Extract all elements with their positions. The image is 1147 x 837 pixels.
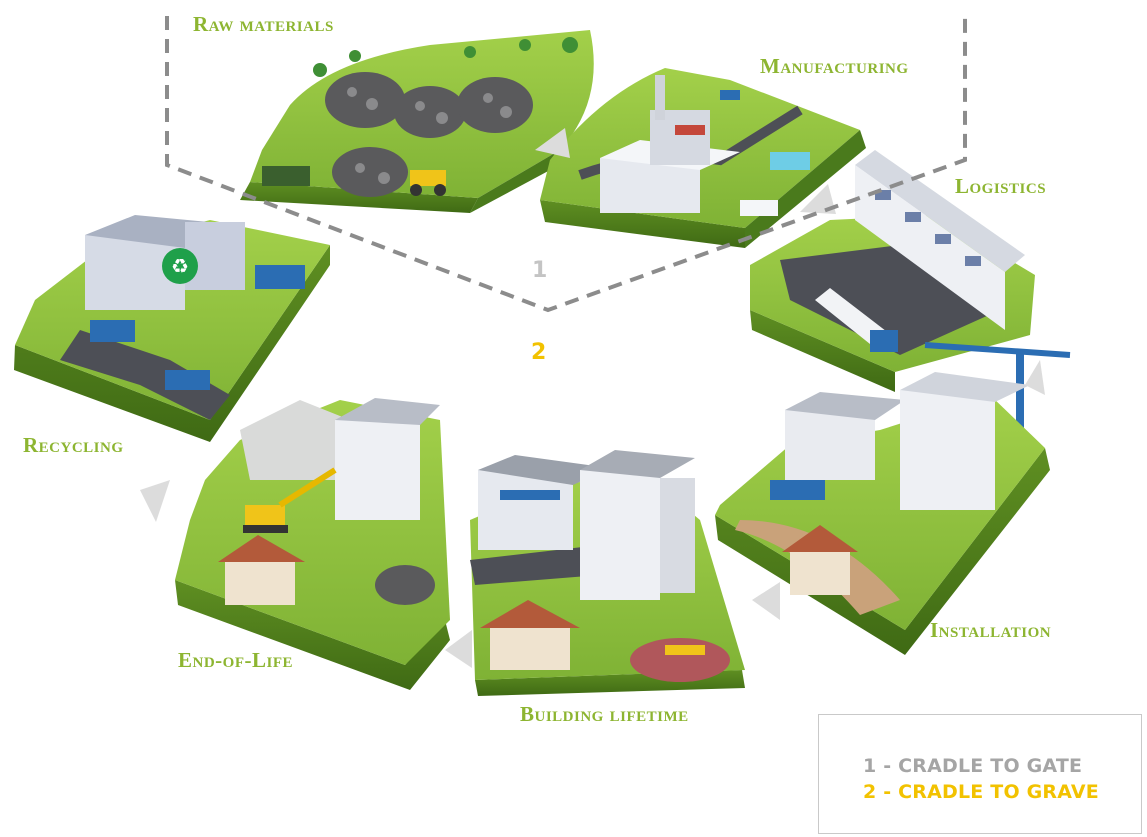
factory-building	[600, 75, 740, 213]
tile-raw-materials	[240, 30, 594, 213]
house-under-construction	[785, 392, 905, 480]
residential-house	[782, 525, 858, 595]
house-renovation	[218, 535, 305, 605]
family-house	[480, 600, 580, 670]
recycle-glyph: ♻	[171, 254, 189, 278]
apartment-demolition	[335, 398, 440, 520]
semi-truck	[815, 288, 898, 352]
tile-building-lifetime	[470, 450, 745, 696]
stage-label-building-lifetime: Building lifetime	[520, 702, 689, 726]
stage-label-recycling: Recycling	[23, 433, 124, 457]
triangle-arrow-icon	[140, 128, 1045, 668]
tile-recycling: ♻	[14, 215, 330, 442]
stage-label-manufacturing: Manufacturing	[760, 54, 909, 78]
recycling-trucks	[90, 265, 305, 390]
stage-label-installation: Installation	[930, 618, 1052, 642]
apartment-building	[580, 450, 695, 600]
stage-label-end-of-life: End-of-Life	[178, 648, 293, 672]
tile-end-of-life	[175, 398, 450, 690]
tile-installation	[715, 372, 1050, 655]
legend-item-cradle-to-gate: 1 - CRADLE TO GATE	[863, 755, 1083, 777]
apartment-under-construction	[900, 372, 1030, 510]
legend-item-cradle-to-grave: 2 - CRADLE TO GRAVE	[863, 781, 1099, 803]
recycling-plant: ♻	[85, 215, 245, 310]
legend: 1 - CRADLE TO GATE 2 - CRADLE TO GRAVE	[818, 714, 1142, 834]
cradle-to-gate-boundary	[165, 10, 967, 313]
warehouse	[855, 150, 1025, 330]
office-building	[478, 455, 610, 550]
recycle-icon	[162, 248, 198, 284]
yellow-loader	[410, 170, 446, 196]
tile-manufacturing	[540, 68, 866, 248]
marker-cradle-to-grave: 2	[531, 340, 547, 365]
marker-cradle-to-gate: 1	[532, 258, 548, 283]
excavator	[243, 467, 337, 533]
stage-label-logistics: Logistics	[955, 174, 1047, 198]
stage-label-raw-materials: Raw materials	[193, 12, 334, 36]
tile-logistics	[750, 150, 1071, 460]
